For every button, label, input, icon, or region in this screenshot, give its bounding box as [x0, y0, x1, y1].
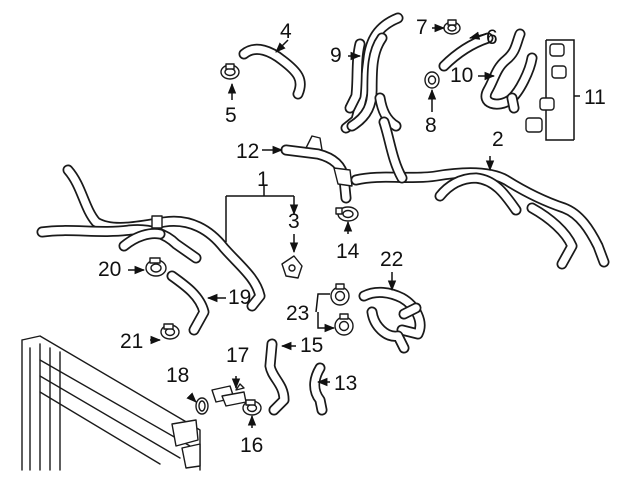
- callout-17: 17: [226, 344, 249, 367]
- clamp-part-14: [335, 206, 359, 222]
- callout-1: 1: [257, 168, 269, 191]
- hose-part-15: [264, 338, 290, 416]
- callout-23: 23: [286, 302, 309, 325]
- callout-19: 19: [228, 286, 251, 309]
- callout-6: 6: [486, 26, 498, 49]
- callout-4: 4: [280, 20, 292, 43]
- leader-lines: [128, 23, 580, 428]
- callout-21: 21: [120, 330, 143, 353]
- hose-part-13: [309, 362, 328, 416]
- callout-3: 3: [288, 210, 300, 233]
- callout-8: 8: [425, 114, 437, 137]
- hose-part-22: [358, 286, 426, 354]
- callout-labels: 1 2 3 4 5 6 7 8 9 10 11 12 13 14 15 16 1…: [98, 16, 606, 457]
- pipe-part-9: [340, 12, 404, 134]
- clamp-part-5: [220, 63, 240, 80]
- hose-part-1: [36, 164, 266, 312]
- clamp-part-23a: [330, 283, 350, 306]
- callout-13: 13: [334, 372, 357, 395]
- callout-2: 2: [492, 128, 504, 151]
- clamp-kit-part-11: [525, 39, 575, 141]
- hose-part-12: [280, 135, 353, 204]
- callout-20: 20: [98, 258, 121, 281]
- callout-15: 15: [300, 334, 323, 357]
- callout-16: 16: [240, 434, 263, 457]
- hose-part-2: [350, 116, 610, 270]
- callout-10: 10: [450, 64, 473, 87]
- hose-part-4: [238, 43, 306, 100]
- callout-9: 9: [330, 44, 342, 67]
- callout-14: 14: [336, 240, 360, 263]
- clamp-part-8: [424, 71, 440, 89]
- callout-7: 7: [416, 16, 428, 39]
- radiator: [21, 335, 201, 471]
- o-ring-part-18: [195, 397, 209, 415]
- callout-5: 5: [225, 104, 237, 127]
- clamp-part-16: [242, 399, 262, 416]
- hose-part-10: [480, 28, 538, 114]
- clamp-part-21: [160, 323, 180, 340]
- bracket-part-3: [281, 255, 303, 279]
- callout-22: 22: [380, 248, 403, 271]
- clamp-part-20: [145, 257, 167, 277]
- callout-18: 18: [166, 364, 189, 387]
- clamp-part-23b: [334, 313, 354, 336]
- callout-12: 12: [236, 140, 259, 163]
- hose-part-19: [166, 270, 210, 336]
- hose-part-6: [438, 32, 494, 72]
- callout-11: 11: [584, 86, 606, 109]
- fitting-part-17: [211, 383, 247, 407]
- clamp-part-7: [443, 19, 461, 35]
